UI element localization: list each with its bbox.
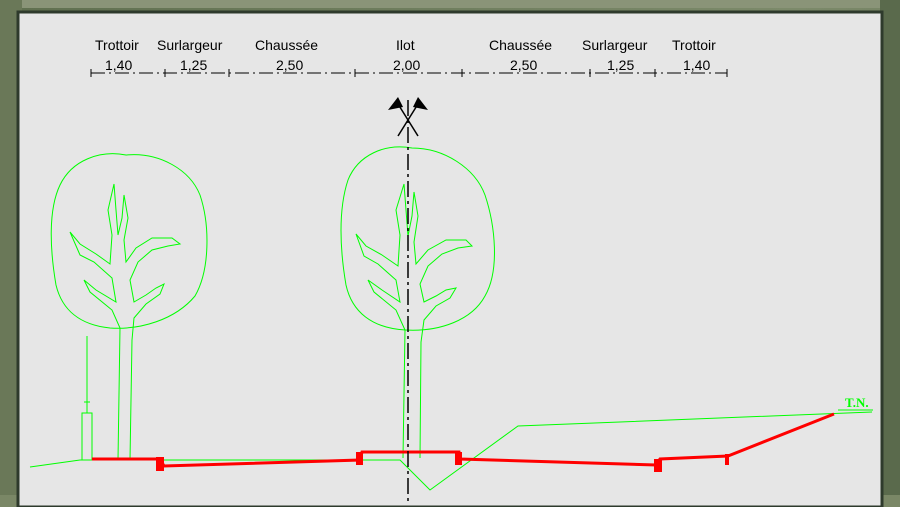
curb-right xyxy=(654,459,662,472)
natural-terrain-line xyxy=(29,411,873,491)
section-widths: 1,40 1,25 2,50 2,00 2,50 1,25 1,40 xyxy=(105,57,710,73)
section-width-trottoir-right: 1,40 xyxy=(683,57,710,73)
post-right xyxy=(725,454,729,465)
section-name-trottoir-right: Trottoir xyxy=(672,37,716,53)
panel-shadow xyxy=(16,10,884,507)
section-width-chaussee-right: 2,50 xyxy=(510,57,537,73)
section-width-surlargeur-right: 1,25 xyxy=(607,57,634,73)
drawing-panel xyxy=(18,12,882,507)
tree-icon xyxy=(340,146,495,459)
curb-ilot-right xyxy=(455,452,462,465)
section-width-surlargeur-left: 1,25 xyxy=(180,57,207,73)
curb-left xyxy=(156,457,164,471)
curb-ilot-left xyxy=(356,452,363,465)
section-name-ilot: Ilot xyxy=(396,37,415,53)
section-width-trottoir-left: 1,40 xyxy=(105,57,132,73)
section-width-ilot: 2,00 xyxy=(393,57,420,73)
section-name-surlargeur-left: Surlargeur xyxy=(157,37,223,53)
dimension-line xyxy=(90,69,728,77)
curbs xyxy=(156,452,729,472)
section-name-chaussee-right: Chaussée xyxy=(489,37,552,53)
section-name-chaussee-left: Chaussée xyxy=(255,37,318,53)
section-name-surlargeur-right: Surlargeur xyxy=(582,37,648,53)
section-names: Trottoir Surlargeur Chaussée Ilot Chauss… xyxy=(95,37,716,53)
natural-terrain-label: T.N. xyxy=(845,395,869,410)
section-name-trottoir-left: Trottoir xyxy=(95,37,139,53)
section-width-chaussee-left: 2,50 xyxy=(276,57,303,73)
tree-icon xyxy=(50,153,208,461)
